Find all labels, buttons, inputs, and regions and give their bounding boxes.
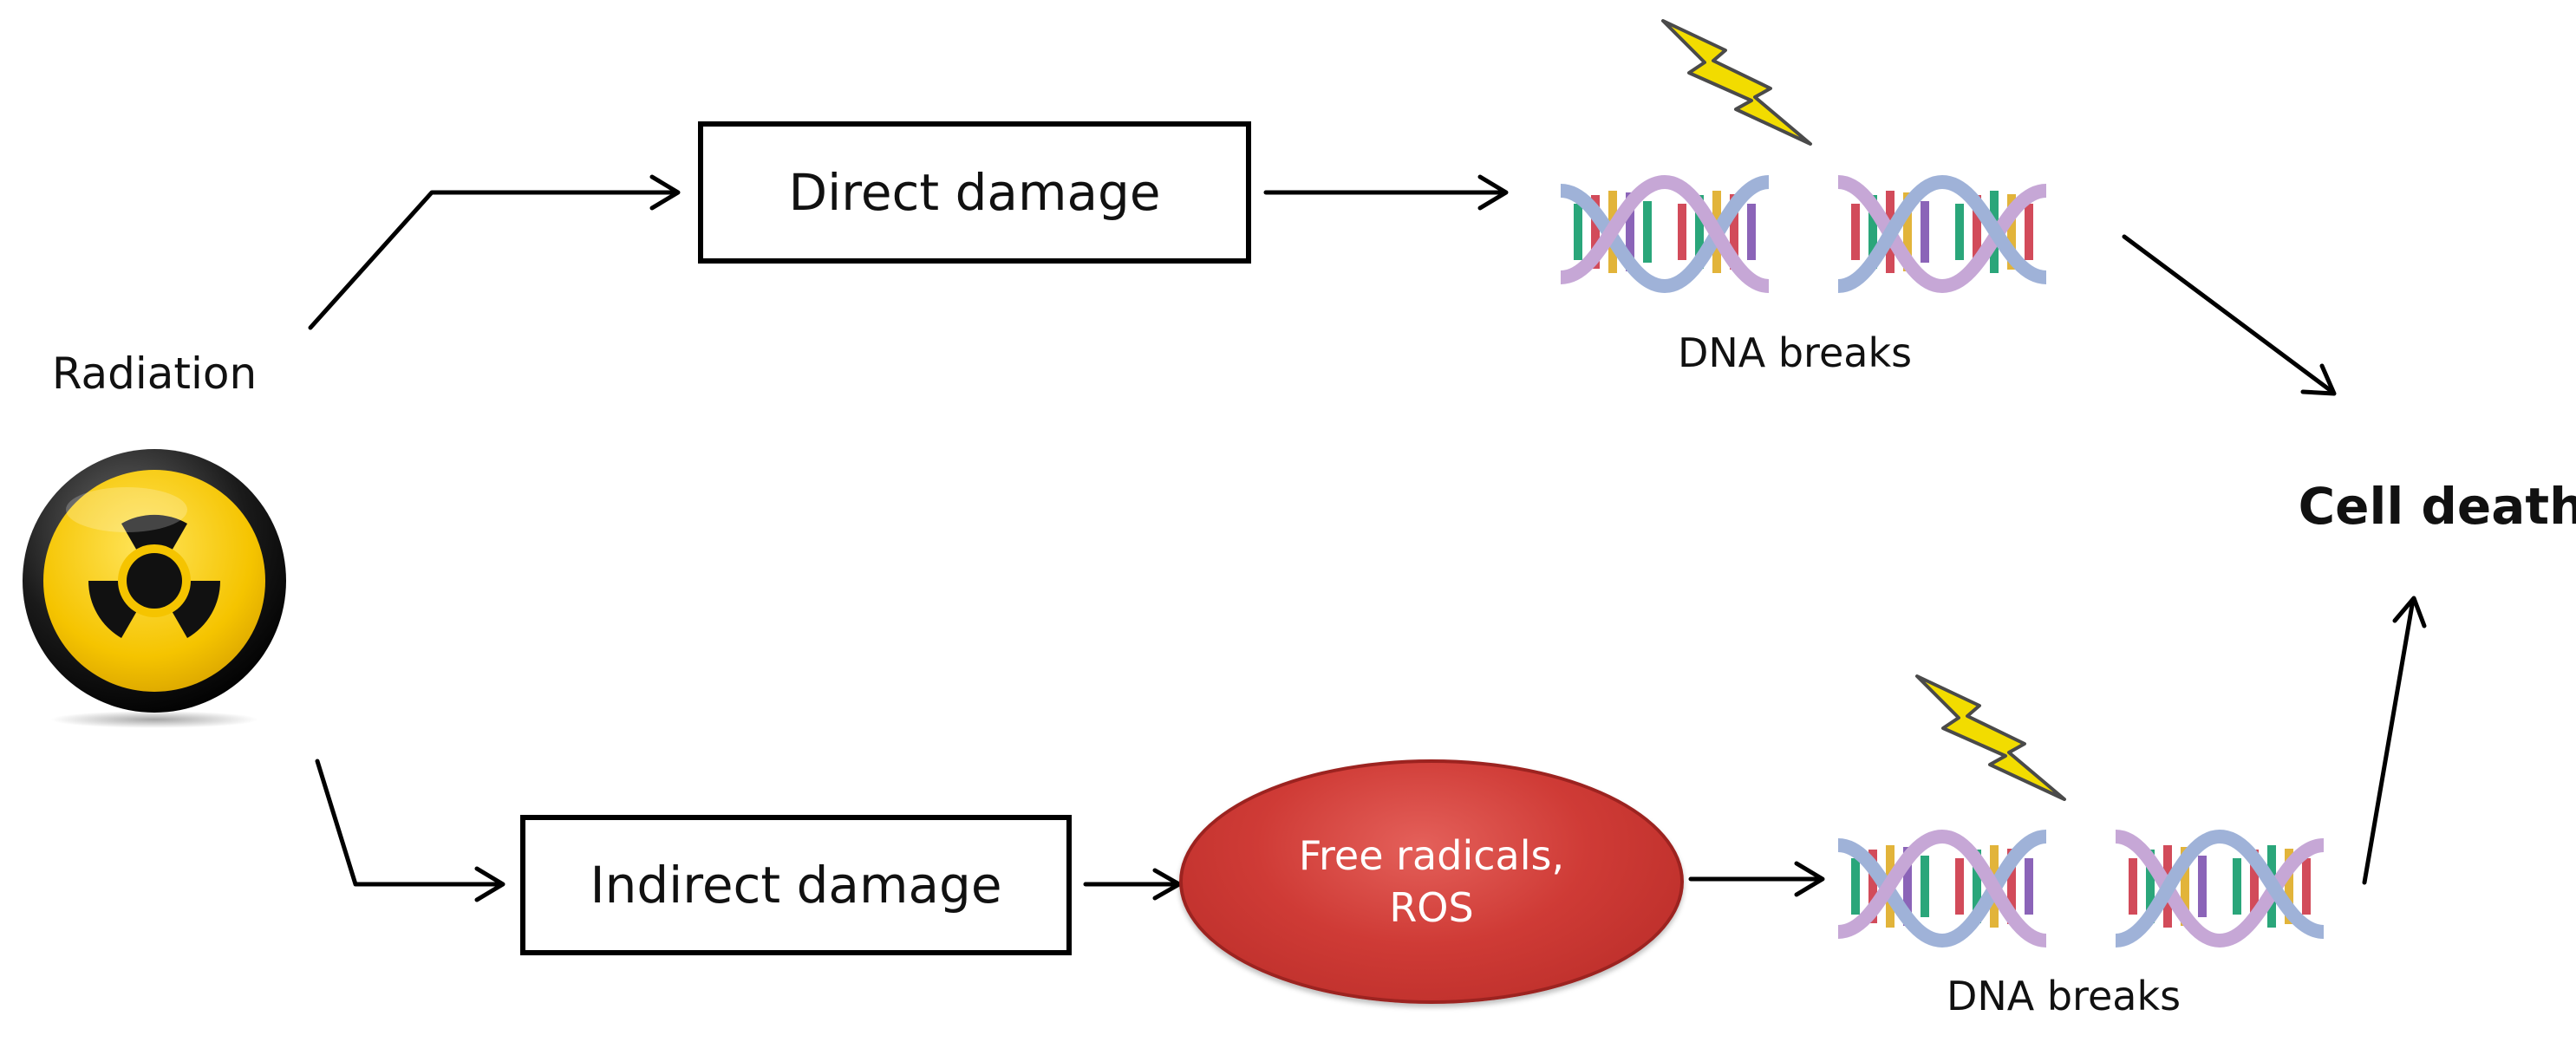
dna-helix-icon xyxy=(1836,829,2325,948)
free-radicals-ellipse: Free radicals, ROS xyxy=(1179,759,1684,1004)
radiation-hazard-icon xyxy=(23,449,286,728)
lightning-bolt-icon xyxy=(1915,674,2066,801)
direct-damage-box: Direct damage xyxy=(698,121,1251,264)
cell-death-label: Cell death xyxy=(2298,477,2576,536)
lightning-bolt-icon xyxy=(1661,19,1812,146)
arrow-dna-bottom-to-cell-death xyxy=(2362,597,2416,885)
dna-breaks-bottom-caption: DNA breaks xyxy=(1946,973,2181,1019)
arrow-radiation-to-indirect xyxy=(315,759,504,887)
dna-helix-icon xyxy=(1559,174,2048,294)
arrow-dna-top-to-cell-death xyxy=(2122,234,2335,394)
indirect-damage-box: Indirect damage xyxy=(520,815,1072,955)
radiation-label: Radiation xyxy=(51,348,258,399)
indirect-damage-label: Indirect damage xyxy=(590,856,1002,915)
direct-damage-label: Direct damage xyxy=(788,163,1161,222)
ros-line-1: Free radicals, xyxy=(1298,832,1565,879)
ros-line-2: ROS xyxy=(1389,884,1474,931)
dna-breaks-top-caption: DNA breaks xyxy=(1677,329,1913,376)
arrow-radiation-to-direct xyxy=(308,190,679,330)
